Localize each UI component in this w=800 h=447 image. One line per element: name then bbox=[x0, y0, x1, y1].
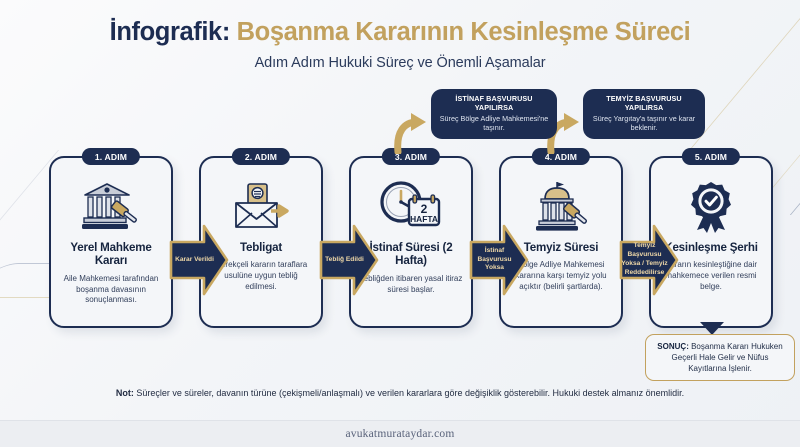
steps-row: 1. ADIM Yerel Mahkeme Kara bbox=[0, 148, 800, 328]
step-card-3[interactable]: 3. ADIM 2 HAFTA İstinaf Süresi (2 Hafta)… bbox=[349, 148, 473, 328]
connector-label-4: Temyiz Başvurusu Yoksa / Temyiz Reddedil… bbox=[621, 242, 668, 276]
step-desc-3: Tebliğden itibaren yasal itiraz süresi b… bbox=[359, 273, 463, 294]
step-card-5[interactable]: 5. ADIM Kesinleşme Şerhi Kararın kesinle… bbox=[649, 148, 773, 328]
step-desc-2: Gerekçeli kararın taraflara usulüne uygu… bbox=[214, 260, 308, 292]
step-title-1: Yerel Mahkeme Kararı bbox=[70, 241, 152, 268]
site-url[interactable]: avukatmurataydar.com bbox=[345, 428, 455, 440]
callout-temyiz-title: TEMYİZ BAŞVURUSU YAPILIRSA bbox=[606, 94, 682, 112]
step-card-4[interactable]: 4. ADIM bbox=[499, 148, 623, 328]
step-desc-4: Bölge Adliye Mahkemesi kararına karşı te… bbox=[515, 260, 607, 292]
connector-label-2: Tebliğ Edildi bbox=[325, 255, 364, 263]
result-text: Boşanma Kararı Hukuken Geçerli Hale Geli… bbox=[671, 342, 783, 374]
page-title-main: Boşanma Kararının Kesinleşme Süreci bbox=[236, 18, 691, 46]
step-desc-1: Aile Mahkemesi tarafından boşanma davası… bbox=[63, 273, 159, 305]
callout-temyiz-body: Süreç Yargıtay'a taşınır ve karar beklen… bbox=[592, 114, 696, 133]
award-ribbon-check-icon bbox=[683, 178, 739, 236]
connector-label-1: Karar Verildi bbox=[175, 255, 214, 263]
calendar-number: 2 bbox=[421, 202, 428, 216]
page-title: İnfografik: Boşanma Kararının Kesinleşme… bbox=[0, 18, 800, 46]
connector-arrow-3: İstinaf Başvurusu Yoksa bbox=[468, 218, 530, 302]
step-badge-5: 5. ADIM bbox=[681, 148, 741, 165]
page-subtitle: Adım Adım Hukuki Süreç ve Önemli Aşamala… bbox=[254, 55, 546, 72]
step-title-3: İstinaf Süresi (2 Hafta) bbox=[369, 241, 453, 268]
step-badge-2: 2. ADIM bbox=[231, 148, 291, 165]
step-title-4: Temyiz Süresi bbox=[523, 241, 599, 254]
supreme-court-gavel-icon bbox=[531, 178, 591, 236]
bottom-bar: avukatmurataydar.com bbox=[0, 420, 800, 447]
result-label: SONUÇ: bbox=[657, 342, 689, 351]
step-title-2: Tebligat bbox=[240, 241, 282, 254]
callout-temyiz: TEMYİZ BAŞVURUSU YAPILIRSA Süreç Yargıta… bbox=[583, 89, 705, 139]
step-badge-1: 1. ADIM bbox=[81, 148, 141, 165]
result-box: SONUÇ: Boşanma Kararı Hukuken Geçerli Ha… bbox=[645, 334, 795, 382]
header: İnfografik: Boşanma Kararının Kesinleşme… bbox=[0, 18, 800, 71]
courthouse-gavel-icon bbox=[81, 178, 141, 236]
step-card-1[interactable]: 1. ADIM Yerel Mahkeme Kara bbox=[49, 148, 173, 328]
page-title-lead: İnfografik: bbox=[109, 18, 231, 46]
curved-arrow-up-icon bbox=[392, 112, 432, 159]
connector-arrow-2: Tebliğ Edildi bbox=[318, 218, 380, 302]
clock-calendar-icon: 2 HAFTA bbox=[379, 178, 443, 236]
footer-note-text: Süreçler ve süreler, davanın türüne (çek… bbox=[136, 388, 685, 398]
footer-note-label: Not: bbox=[115, 388, 134, 398]
callout-istinaf: İSTİNAF BAŞVURUSU YAPILIRSA Süreç Bölge … bbox=[431, 89, 557, 139]
connector-arrow-4: Temyiz Başvurusu Yoksa / Temyiz Reddedil… bbox=[618, 218, 680, 302]
calendar-unit: HAFTA bbox=[410, 214, 438, 224]
footer-note: Not: Süreçler ve süreler, davanın türüne… bbox=[0, 388, 800, 400]
envelope-notice-icon bbox=[231, 178, 291, 236]
result-pointer-icon bbox=[700, 322, 724, 335]
connector-label-3: İstinaf Başvurusu Yoksa bbox=[477, 246, 512, 272]
callout-istinaf-body: Süreç Bölge Adliye Mahkemesi'ne taşınır. bbox=[439, 114, 549, 133]
step-badge-4: 4. ADIM bbox=[531, 148, 591, 165]
connector-arrow-1: Karar Verildi bbox=[168, 218, 230, 302]
callout-istinaf-title: İSTİNAF BAŞVURUSU YAPILIRSA bbox=[455, 94, 533, 112]
step-desc-5: Kararın kesinleştiğine dair mahkemece ve… bbox=[664, 260, 758, 292]
step-title-5: Kesinleşme Şerhi bbox=[664, 241, 758, 254]
